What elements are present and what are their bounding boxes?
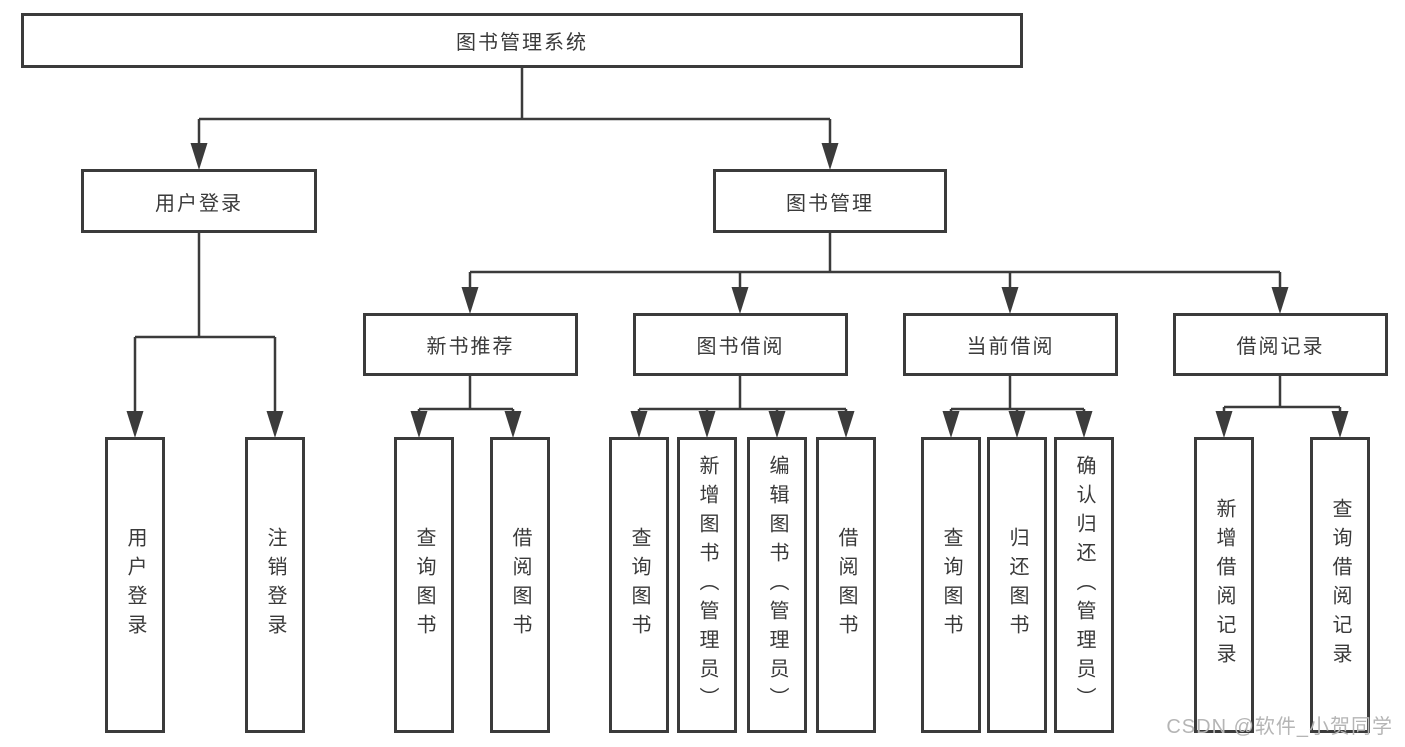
node-leaf-bb-edit-books-admin: 编辑图书（管理员） — [747, 437, 807, 733]
node-leaf-bb-add-books-admin: 新增图书（管理员） — [677, 437, 737, 733]
node-leaf-cb-query-books: 查询图书 — [921, 437, 981, 733]
watermark-text: CSDN @软件_小贺同学 — [1166, 716, 1393, 738]
node-book-management: 图书管理 — [713, 169, 947, 233]
node-leaf-user-login: 用户登录 — [105, 437, 165, 733]
node-current-borrow: 当前借阅 — [903, 313, 1118, 376]
node-new-book-recommend: 新书推荐 — [363, 313, 578, 376]
node-leaf-nb-borrow-books: 借阅图书 — [490, 437, 550, 733]
node-root: 图书管理系统 — [21, 13, 1023, 68]
node-leaf-bb-borrow-books: 借阅图书 — [816, 437, 876, 733]
node-borrow-records: 借阅记录 — [1173, 313, 1388, 376]
node-leaf-nb-query-books: 查询图书 — [394, 437, 454, 733]
node-user-login: 用户登录 — [81, 169, 317, 233]
node-leaf-br-query-record: 查询借阅记录 — [1310, 437, 1370, 733]
node-leaf-br-add-record: 新增借阅记录 — [1194, 437, 1254, 733]
node-leaf-cb-return-books: 归还图书 — [987, 437, 1047, 733]
node-book-borrow: 图书借阅 — [633, 313, 848, 376]
node-leaf-cb-confirm-return-admin: 确认归还（管理员） — [1054, 437, 1114, 733]
node-leaf-logout: 注销登录 — [245, 437, 305, 733]
node-leaf-bb-query-books: 查询图书 — [609, 437, 669, 733]
